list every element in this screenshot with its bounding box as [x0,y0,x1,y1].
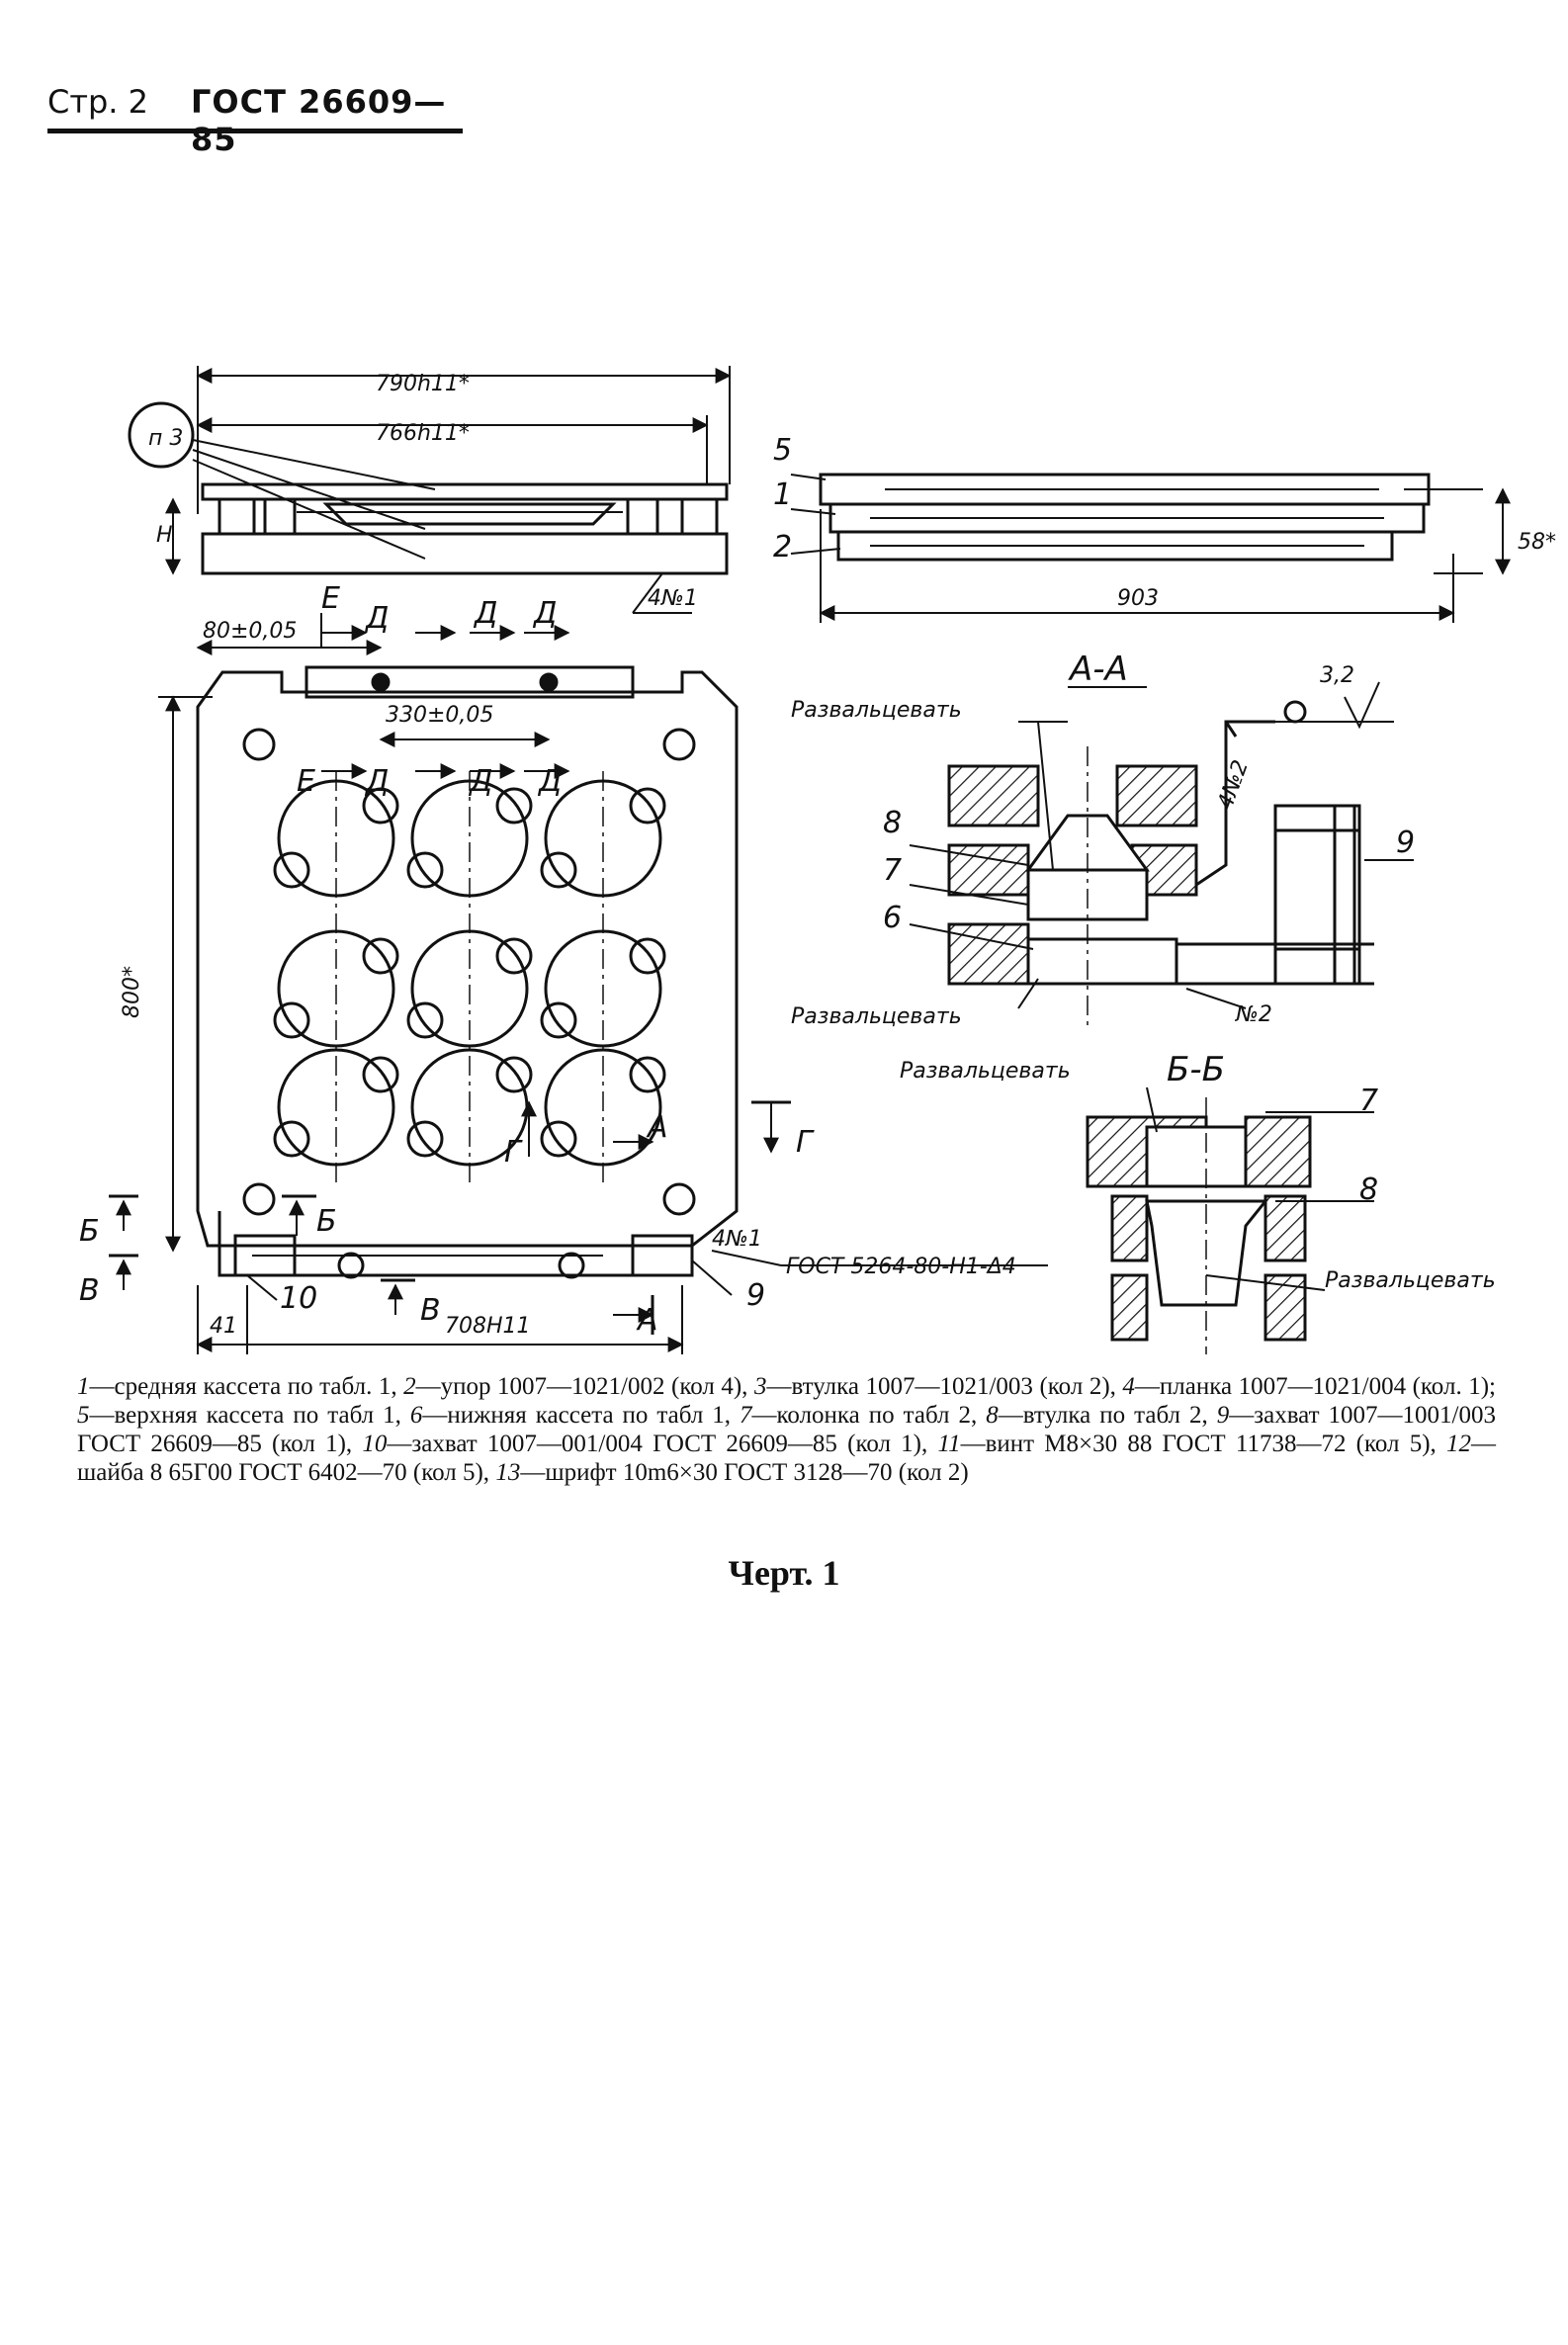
note-aa-top: Развальцевать [791,698,962,723]
section-bb [1086,1086,1374,1354]
caption-item: 6—нижняя кассета по табл 1, [409,1402,740,1429]
mark-a-bottom: А [636,1303,658,1338]
caption-item: 7—колонка по табл 2, [740,1402,987,1429]
note-bb-top: Развальцевать [900,1059,1071,1084]
mark-v-left: В [79,1273,100,1308]
figure-caption: 1—средняя кассета по табл. 1, 2—упор 100… [77,1372,1496,1487]
page-header: Стр. 2 ГОСТ 26609—85 [47,83,463,158]
part-label-10: 10 [280,1281,317,1316]
part-label-7-aa: 7 [883,853,902,888]
caption-item: 2—упор 1007—1021/002 (кол 4), [403,1373,754,1400]
mark-g-right: Г [796,1125,815,1160]
part-label-9-aa: 9 [1396,825,1415,860]
part-label-5: 5 [773,433,792,468]
caption-item: 4—планка 1007—1021/004 (кол. 1); [1122,1373,1496,1400]
dim-inner-width: 766h11* [376,421,470,446]
part-label-7-bb: 7 [1359,1084,1378,1118]
mark-e-top: Е [321,581,340,616]
mark-b-inner: Б [316,1204,337,1239]
mark-d2-top: Д [473,596,497,631]
caption-item: 1—средняя кассета по табл. 1, [77,1373,404,1400]
dim-41: 41 [210,1314,237,1339]
header-rule [47,129,463,133]
mark-b-left: Б [79,1214,100,1249]
mark-a-inner: А [646,1110,668,1145]
note-aa-bottom: Развальцевать [791,1004,962,1029]
dim-708: 708H11 [445,1314,531,1339]
caption-item: 5—верхняя кассета по табл 1, [77,1402,410,1429]
part-label-1: 1 [773,478,792,512]
mark-d3-bottom: Д [537,764,562,799]
figure-title: Черт. 1 [728,1553,840,1593]
caption-item: 10—захват 1007—001/004 ГОСТ 26609—85 (ко… [362,1431,938,1457]
part-label-8-aa: 8 [883,806,902,840]
dim-80: 80±0,05 [203,619,297,644]
top-view [128,366,732,614]
side-view [790,473,1511,623]
mark-e-bottom: Е [297,764,315,799]
mark-d1-bottom: Д [364,764,389,799]
dim-side-height: 58* [1518,530,1556,555]
weld-label-top: 4№1 [648,586,698,611]
caption-item: 11—винт М8×30 88 ГОСТ 11738—72 (кол 5), [937,1431,1446,1457]
weld-label-plan: 4№1 [712,1227,762,1252]
part-label-2: 2 [773,530,792,565]
caption-item: 13—шрифт 10m6×30 ГОСТ 3128—70 (кол 2) [495,1459,969,1486]
dim-side-length: 903 [1117,586,1159,611]
section-bb-title: Б-Б [1167,1050,1225,1089]
dim-outer-width: 790h11* [376,372,470,396]
section-aa-title: А-А [1068,650,1128,689]
section-aa [909,681,1414,1028]
page-number: Стр. 2 [47,83,148,121]
note-bb-bottom: Развальцевать [1325,1268,1496,1293]
dim-800: 800* [120,966,144,1018]
mark-g-inner: Г [504,1135,523,1170]
caption-item: 3—втулка 1007—1021/003 (кол 2), [753,1373,1123,1400]
part-label-9-plan: 9 [746,1278,765,1313]
caption-item: 9—захват 1007—1001/003 ГОСТ 26609—85 (ко… [77,1402,1496,1457]
technical-drawing: 790h11* 766h11* п 3 H 4№1 5 1 2 58* 903 [79,366,1556,1354]
height-label: H [156,523,173,548]
plan-view [109,613,1048,1354]
roughness-value: 3,2 [1320,663,1354,688]
mark-v-inner: В [420,1293,441,1328]
caption-item: 12—шайба 8 65Г00 ГОСТ 6402—70 (кол 5), [77,1431,1496,1486]
weld-aa-vertical: 4№2 [1213,757,1254,813]
circle-label: п 3 [148,426,183,451]
weld-aa-bottom: №2 [1235,1002,1272,1027]
standard-number: ГОСТ 26609—85 [191,83,447,158]
dim-330: 330±0,05 [386,703,493,728]
weld-standard-note: ГОСТ 5264-80-Н1-Δ4 [786,1255,1016,1279]
caption-item: 8—втулка по табл 2, [986,1402,1217,1429]
mark-d3-top: Д [532,596,557,631]
part-label-8-bb: 8 [1359,1172,1378,1207]
mark-d1-top: Д [364,601,389,636]
mark-d2-bottom: Д [468,764,492,799]
part-label-6-aa: 6 [883,901,902,935]
